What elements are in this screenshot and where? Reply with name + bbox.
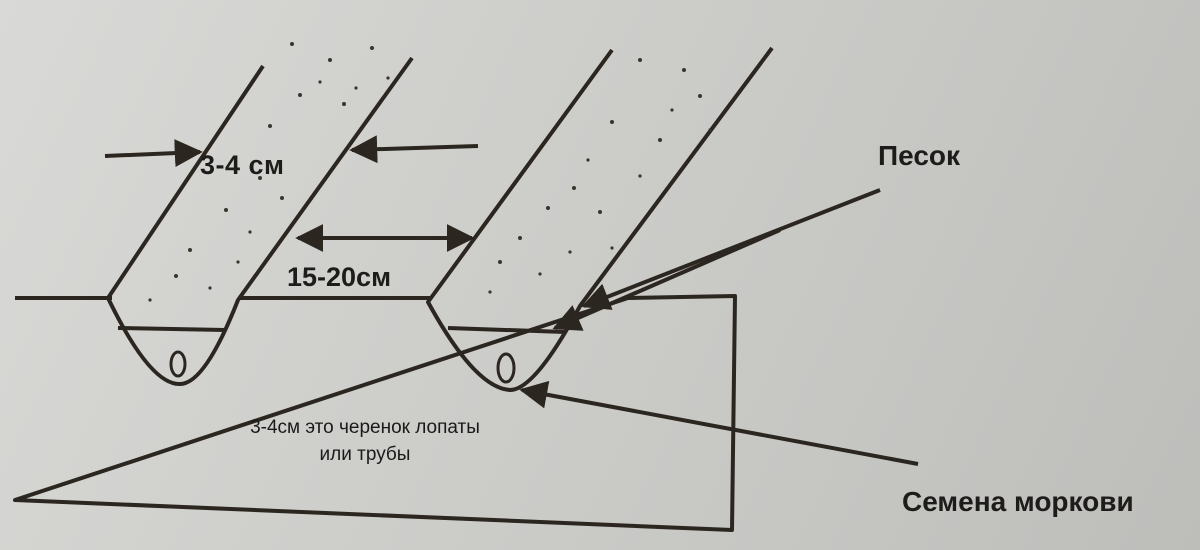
width-arrow-left (104, 139, 203, 168)
note-line-2: или трубы (319, 444, 411, 465)
right-column-outline (426, 46, 774, 392)
sand-pointer-upper (581, 188, 881, 310)
left-column-outline (106, 56, 414, 387)
width-arrow-right (349, 135, 479, 164)
right-ground-line (447, 326, 566, 334)
sand-pointer-lower (552, 228, 781, 331)
note-caption: 3-4см это черенок лопаты или трубы (180, 414, 550, 468)
left-sand-dots (148, 42, 390, 302)
soil-bed-outline (13, 294, 737, 532)
note-line-1: 3-4см это черенок лопаты (250, 417, 480, 438)
right-sand-dots (488, 58, 712, 294)
seeds-pointer (519, 380, 919, 466)
top-width-label: 3-4 см (200, 150, 285, 180)
left-hole (106, 42, 414, 387)
left-seed (169, 350, 187, 378)
right-hole (426, 46, 774, 392)
left-ground-line (117, 326, 226, 332)
gap-label: 15-20см (287, 262, 392, 292)
right-seed (496, 352, 516, 384)
seeds-label: Семена моркови (902, 486, 1134, 517)
sand-label: Песок (878, 140, 961, 171)
